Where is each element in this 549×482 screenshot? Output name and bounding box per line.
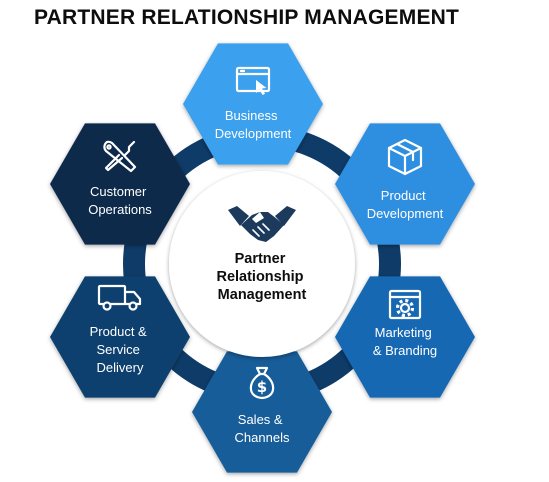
segment-label: Customer Operations [88,184,152,217]
segment-label-line: & Branding [373,343,437,358]
hexagon-shape [335,123,475,245]
segment-label-line: Business [225,108,278,123]
segment-label-line: Product [381,188,426,203]
hexagon-shape [335,276,475,398]
segment-product-development: Product Development [335,123,475,245]
hexagon-shape [192,351,332,473]
delivery-truck-icon [97,284,142,311]
segment-label-line: Sales & [238,412,283,427]
page-title: PARTNER RELATIONSHIP MANAGEMENT [34,6,460,29]
segment-label-line: Marketing [375,325,432,340]
segment-product-service-delivery: Product & Service Delivery [50,276,190,398]
browser-cursor-icon [235,66,271,95]
segment-label: Business Development [215,108,292,141]
package-box-icon [387,138,423,176]
hexagon-shape [50,123,190,245]
segment-label-line: Development [367,206,444,221]
segment-label: Product & Service Delivery [90,324,151,375]
center-label: Partner Relationship Management [216,251,307,303]
center-label-line: Relationship [216,269,303,285]
center-label-line: Partner [235,251,286,267]
segment-label-line: Delivery [97,360,144,375]
segment-business-development: Business Development [183,43,323,165]
segment-marketing-branding: Marketing & Branding [335,276,475,398]
handshake-icon [228,206,296,242]
segment-sales-channels: $ Sales & Channels [192,351,332,473]
segment-label: Marketing & Branding [373,325,437,358]
svg-text:$: $ [257,378,267,396]
segment-label-line: Product & [90,324,147,339]
center-label-line: Management [218,287,307,303]
segment-label-line: Channels [235,430,290,445]
segment-label-line: Development [215,126,292,141]
hexagon-shape [50,276,190,398]
segment-label-line: Customer [90,184,147,199]
segment-label: Product Development [367,188,444,221]
center-hub: Partner Relationship Management [169,171,355,357]
segment-customer-operations: Customer Operations [50,123,190,245]
money-bag-icon: $ [249,366,275,400]
wrench-screwdriver-icon [103,140,137,173]
settings-window-icon [388,289,422,320]
segment-label-line: Operations [88,202,152,217]
segment-label: Sales & Channels [235,412,290,445]
hexagon-shape [183,43,323,165]
segment-label-line: Service [97,342,140,357]
center-circle [169,171,355,357]
